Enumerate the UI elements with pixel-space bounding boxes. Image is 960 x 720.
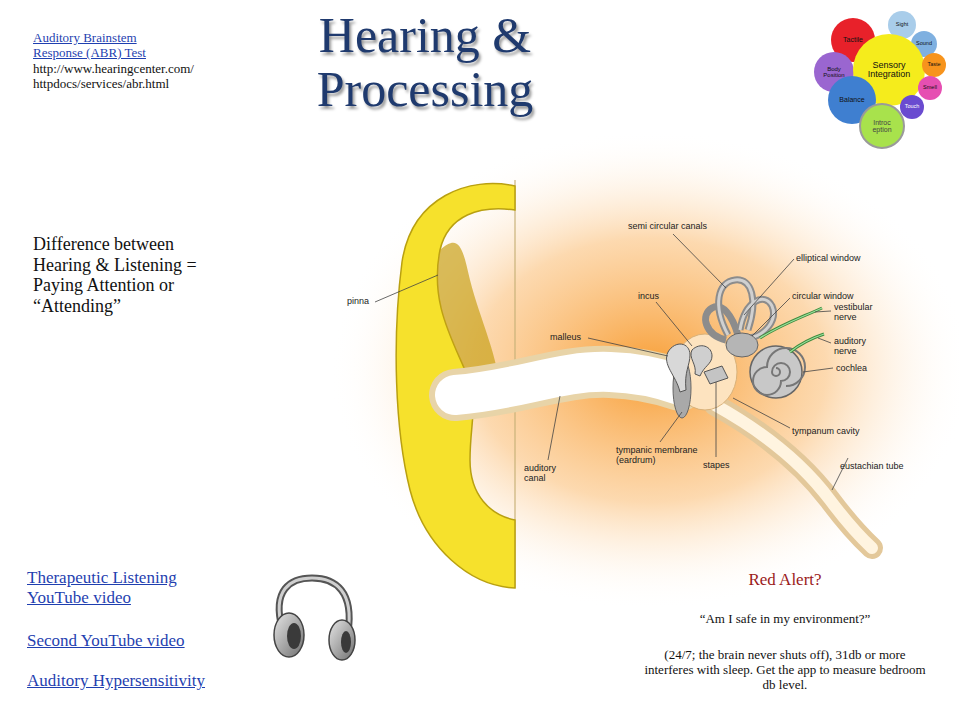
sensory-circle: Touch: [900, 95, 924, 119]
link-text: Second YouTube video: [27, 631, 237, 651]
sensory-circle: Taste: [922, 53, 946, 77]
link-text: Therapeutic Listening YouTube video: [27, 568, 227, 607]
alert-heading: Red Alert?: [700, 570, 870, 590]
semicircular-canals-shape: [706, 280, 774, 340]
circle-label: Sound: [916, 41, 932, 47]
auditory-canal-inner: [455, 372, 680, 395]
link-text: Auditory Brainstem Response (ABR) Test: [33, 31, 183, 61]
part-label: circular window: [792, 291, 882, 301]
part-label: eustachian tube: [840, 461, 925, 471]
part-label: malleus: [550, 332, 590, 342]
leader-lines: [375, 234, 848, 490]
part-label: vestibular nerve: [834, 302, 884, 323]
auditory-nerve-highlight: [790, 334, 824, 352]
part-label: cochlea: [836, 363, 886, 373]
sensory-circle: Smell: [918, 76, 942, 100]
tissue-glow: [330, 130, 960, 610]
vestibular-nerve-shape: [760, 308, 822, 338]
malleus-shape: [667, 344, 690, 392]
circle-label: Sensory Integration: [860, 61, 919, 80]
circle-label: Introc eption: [863, 119, 901, 134]
circle-label: Smell: [923, 85, 937, 91]
note-text: Difference between Hearing & Listening =…: [33, 234, 213, 317]
circle-label: Sight: [896, 22, 909, 28]
auditory-nerve-shape: [790, 334, 824, 352]
part-label: auditory nerve: [834, 336, 882, 357]
circle-label: Taste: [927, 62, 940, 68]
sensory-circle: Introc eption: [859, 103, 905, 149]
part-label: tympanic membrane (eardrum): [616, 445, 708, 466]
note-text: (24/7; the brain never shuts off), 31db …: [642, 648, 928, 693]
vestibule-shape: [726, 333, 758, 357]
part-label: tympanum cavity: [792, 426, 882, 436]
circle-label: Touch: [905, 104, 920, 110]
slide-title: Hearing & Processing: [265, 8, 585, 116]
part-label: pinna: [347, 296, 387, 306]
circle-label: Balance: [839, 96, 864, 103]
part-label: semi circular canals: [628, 221, 738, 231]
quote-text: “Am I safe in my environment?”: [640, 612, 930, 627]
stapes-shape: [704, 366, 728, 384]
part-label: elliptical window: [796, 253, 886, 263]
part-label: stapes: [703, 460, 743, 470]
part-label: incus: [638, 291, 678, 301]
auditory-canal-shape: [455, 372, 680, 395]
part-label: auditory canal: [524, 463, 576, 484]
link-text: Auditory Hypersensitivity: [27, 671, 247, 691]
headphones-icon: [274, 578, 355, 660]
semicircular-canals-highlight: [719, 280, 774, 338]
cochlea-spiral: [753, 348, 805, 395]
circle-label: Tactile: [843, 36, 863, 43]
url-text: http://www.hearingcenter.com/httpdocs/se…: [33, 62, 198, 92]
vestibular-nerve-highlight: [760, 308, 822, 338]
